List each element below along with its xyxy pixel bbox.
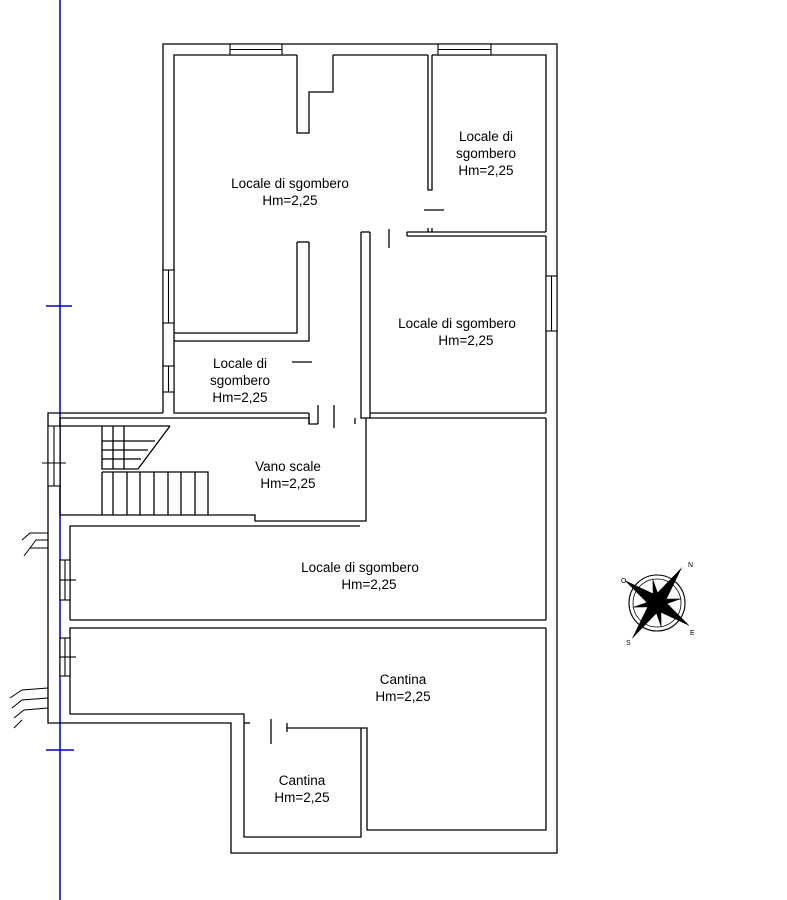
room-label-sgombero-small: Locale di sgombero Hm=2,25 (209, 356, 271, 405)
compass-letter-n: N (688, 562, 694, 569)
room-label-cantina-small: Cantina Hm=2,25 (274, 773, 330, 805)
windows (42, 43, 558, 677)
compass-letter-s: S (626, 640, 631, 647)
compass-letter-o: O (621, 578, 627, 585)
room-label-sgombero-east: Locale di sgombero Hm=2,25 (398, 316, 516, 348)
compass-rose-icon (624, 566, 690, 640)
exterior-steps (9, 526, 49, 729)
room-label-vano-scale: Vano scale Hm=2,25 (255, 459, 321, 491)
compass-letter-e: E (690, 630, 695, 637)
room-label-sgombero-ne: Locale di sgombero Hm=2,25 (455, 129, 517, 178)
room-label-sgombero-main: Locale di sgombero Hm=2,25 (231, 176, 349, 208)
room-label-sgombero-long: Locale di sgombero Hm=2,25 (301, 560, 419, 592)
walls (47, 43, 558, 854)
room-label-cantina-large: Cantina Hm=2,25 (375, 672, 431, 704)
